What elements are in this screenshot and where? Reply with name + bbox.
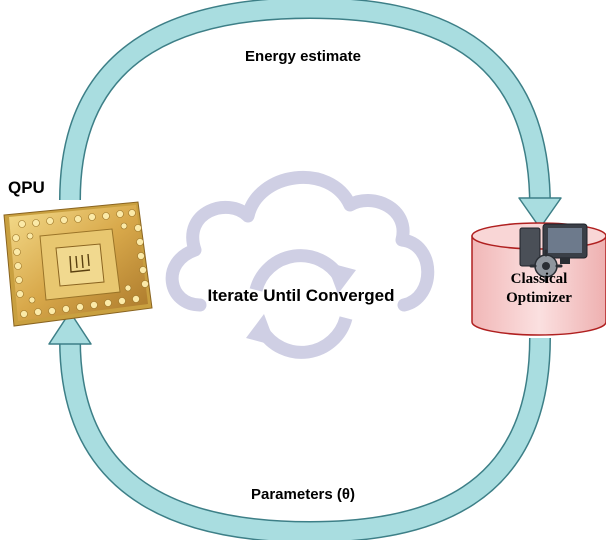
chip-pins: [12, 209, 149, 318]
classical-optimizer-label: Classical Optimizer: [474, 270, 604, 308]
top-loop-arrow: [59, 0, 562, 229]
cloud-cycle-icon: [165, 170, 435, 359]
classical-optimizer-computer-icon: [519, 223, 588, 283]
classical-optimizer-label-line1: Classical: [510, 271, 568, 287]
quantum-chip-icon: [3, 201, 153, 327]
parameters-label: Parameters (θ): [251, 486, 355, 503]
iterate-until-converged-label: Iterate Until Converged: [207, 286, 395, 305]
qpu-label: QPU: [8, 178, 45, 197]
classical-optimizer-label-line2: Optimizer: [506, 290, 572, 306]
bottom-loop-arrow: [48, 311, 551, 540]
energy-estimate-label: Energy estimate: [245, 48, 361, 65]
chip-logo: [69, 253, 91, 273]
